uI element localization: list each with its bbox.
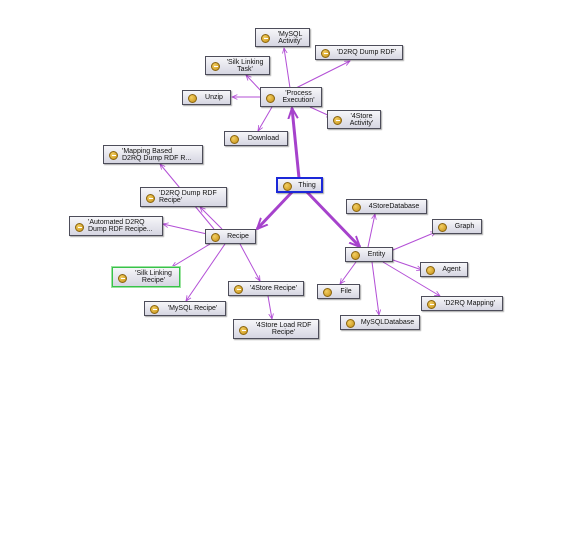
edge-entity-4store-database <box>367 214 375 248</box>
class-icon <box>188 94 197 103</box>
node-label: '4Store Activity' <box>349 112 374 127</box>
node-label: 'Automated D2RQ Dump RDF Recipe... <box>88 219 153 233</box>
edge-recipe-silk-linking-recipe <box>172 243 211 267</box>
class-icon <box>346 319 355 328</box>
node-label: 'Process Execution' <box>282 90 315 104</box>
class-icon <box>427 300 436 309</box>
class-icon <box>75 222 84 232</box>
node-silk-linking-recipe[interactable]: 'Silk Linking Recipe' <box>112 267 180 287</box>
node-4store-load-rdf-recipe[interactable]: '4Store Load RDF Recipe' <box>233 319 319 339</box>
node-label: 'D2RQ Mapping' <box>444 300 495 307</box>
node-label: Agent <box>442 266 461 273</box>
node-label: File <box>340 288 352 295</box>
node-label: Graph <box>454 223 475 230</box>
node-label: 'MySQL Activity' <box>277 30 303 45</box>
class-icon <box>438 223 447 232</box>
node-label: 'D2RQ Dump RDF' <box>336 49 397 56</box>
class-icon <box>146 193 155 203</box>
edge-recipe-mysql-recipe <box>186 243 226 301</box>
class-icon <box>150 305 159 314</box>
edge-thing-entity <box>304 189 360 247</box>
node-4store-activity[interactable]: '4Store Activity' <box>327 110 381 129</box>
class-icon <box>283 181 292 191</box>
node-download[interactable]: Download <box>224 131 288 146</box>
node-mysql-recipe[interactable]: 'MySQL Recipe' <box>144 301 226 316</box>
edge-entity-graph <box>392 232 436 251</box>
class-icon <box>321 49 330 58</box>
class-icon <box>426 266 435 275</box>
edge-recipe-automated-d2rq <box>163 224 208 235</box>
node-label: Download <box>247 135 280 142</box>
node-label: Unzip <box>205 94 223 101</box>
node-label: 'Silk Linking Recipe' <box>135 270 172 284</box>
edge-process-mysql-activity <box>284 48 291 89</box>
class-icon <box>239 325 248 335</box>
node-label: Thing <box>298 181 316 189</box>
node-label: 4StoreDatabase <box>368 203 420 210</box>
class-icon <box>109 151 118 160</box>
node-label: 'Silk Linking Task' <box>226 58 264 73</box>
node-4store-recipe[interactable]: '4Store Recipe' <box>228 281 304 296</box>
node-mysql-database[interactable]: MySQLDatabase <box>340 315 420 330</box>
node-graph[interactable]: Graph <box>432 219 482 234</box>
node-mysql-activity[interactable]: 'MySQL Activity' <box>255 28 310 47</box>
class-icon <box>323 288 332 297</box>
node-label: 'MySQL Recipe' <box>167 305 218 312</box>
class-icon <box>118 273 127 283</box>
node-label: Entity <box>367 251 386 258</box>
edge-recipe-4store-recipe <box>239 243 260 281</box>
node-entity[interactable]: Entity <box>345 247 393 262</box>
node-4store-database[interactable]: 4StoreDatabase <box>346 199 427 214</box>
class-icon <box>352 203 361 212</box>
node-label: Recipe <box>227 233 249 240</box>
node-unzip[interactable]: Unzip <box>182 90 231 105</box>
node-automated-d2rq-recipe[interactable]: 'Automated D2RQ Dump RDF Recipe... <box>69 216 163 236</box>
node-label: '4Store Load RDF Recipe' <box>255 322 312 336</box>
class-icon <box>333 116 342 125</box>
node-file[interactable]: File <box>317 284 360 299</box>
class-icon <box>261 34 270 43</box>
node-label: 'Mapping Based D2RQ Dump RDF R... <box>122 147 192 162</box>
node-process-execution[interactable]: 'Process Execution' <box>260 87 322 107</box>
node-mapping-based-d2rq-recipe[interactable]: 'Mapping Based D2RQ Dump RDF R... <box>103 145 203 164</box>
node-label: MySQLDatabase <box>360 319 415 326</box>
edge-entity-d2rq-mapping <box>382 261 440 296</box>
class-icon <box>211 233 220 242</box>
node-thing[interactable]: Thing <box>276 177 323 193</box>
class-icon <box>234 285 243 294</box>
node-d2rq-dump-rdf[interactable]: 'D2RQ Dump RDF' <box>315 45 403 60</box>
node-d2rq-mapping[interactable]: 'D2RQ Mapping' <box>421 296 503 311</box>
class-icon <box>230 135 239 144</box>
node-label: '4Store Recipe' <box>249 285 298 292</box>
node-agent[interactable]: Agent <box>420 262 468 277</box>
node-recipe[interactable]: Recipe <box>205 229 256 244</box>
edge-entity-agent <box>392 259 422 270</box>
edge-recipe-d2rq-dump-rdf-recipe <box>200 207 223 230</box>
edge-thing-process-execution <box>292 108 301 179</box>
edge-entity-file <box>340 261 357 284</box>
class-icon <box>351 251 360 260</box>
edge-thing-recipe <box>257 189 295 229</box>
node-d2rq-dump-rdf-recipe[interactable]: 'D2RQ Dump RDF Recipe' <box>140 187 227 207</box>
edge-4store-recipe-load-rdf <box>267 295 272 319</box>
edge-process-d2rq-dump-rdf <box>295 61 350 89</box>
class-icon <box>211 62 220 71</box>
class-icon <box>266 93 275 103</box>
node-silk-linking-task[interactable]: 'Silk Linking Task' <box>205 56 270 75</box>
edge-process-download <box>258 106 273 131</box>
edge-entity-mysql-database <box>371 261 379 315</box>
node-label: 'D2RQ Dump RDF Recipe' <box>159 190 217 204</box>
